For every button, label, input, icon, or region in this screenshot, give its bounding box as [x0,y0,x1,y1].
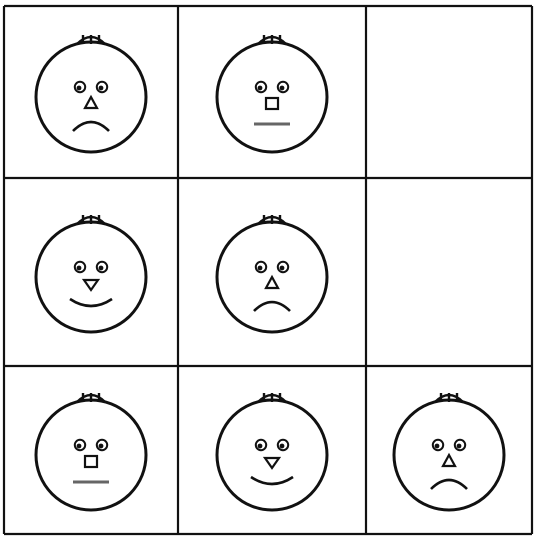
cell-r3-c2 [217,393,327,510]
left-pupil [258,86,263,91]
left-pupil [77,444,82,449]
right-pupil [99,266,104,271]
nose-triangle-icon [266,277,278,288]
right-pupil [280,444,285,449]
nose-inverted-triangle-icon [265,458,279,468]
right-pupil [99,86,104,91]
cell-r1-c1 [36,35,146,152]
left-pupil [77,86,82,91]
right-pupil [280,86,285,91]
cell-r1-c2 [217,35,327,152]
cell-r2-c2 [217,215,327,332]
frown-mouth [431,480,467,489]
left-pupil [258,266,263,271]
cell-r3-c3 [394,393,504,510]
face-outline [36,222,146,332]
nose-square-icon [266,98,278,109]
cell-r2-c1 [36,215,146,332]
nose-triangle-icon [443,455,455,466]
right-pupil [99,444,104,449]
grid-cells [36,35,504,510]
smile-mouth [251,477,293,484]
face-outline [217,400,327,510]
frown-mouth [254,302,290,311]
nose-square-icon [85,456,97,467]
right-pupil [457,444,462,449]
right-pupil [280,266,285,271]
left-pupil [258,444,263,449]
left-pupil [435,444,440,449]
nose-triangle-icon [85,97,97,108]
frown-mouth [73,122,109,131]
smile-mouth [70,299,112,306]
nose-inverted-triangle-icon [84,280,98,290]
left-pupil [77,266,82,271]
cell-r3-c1 [36,393,146,510]
